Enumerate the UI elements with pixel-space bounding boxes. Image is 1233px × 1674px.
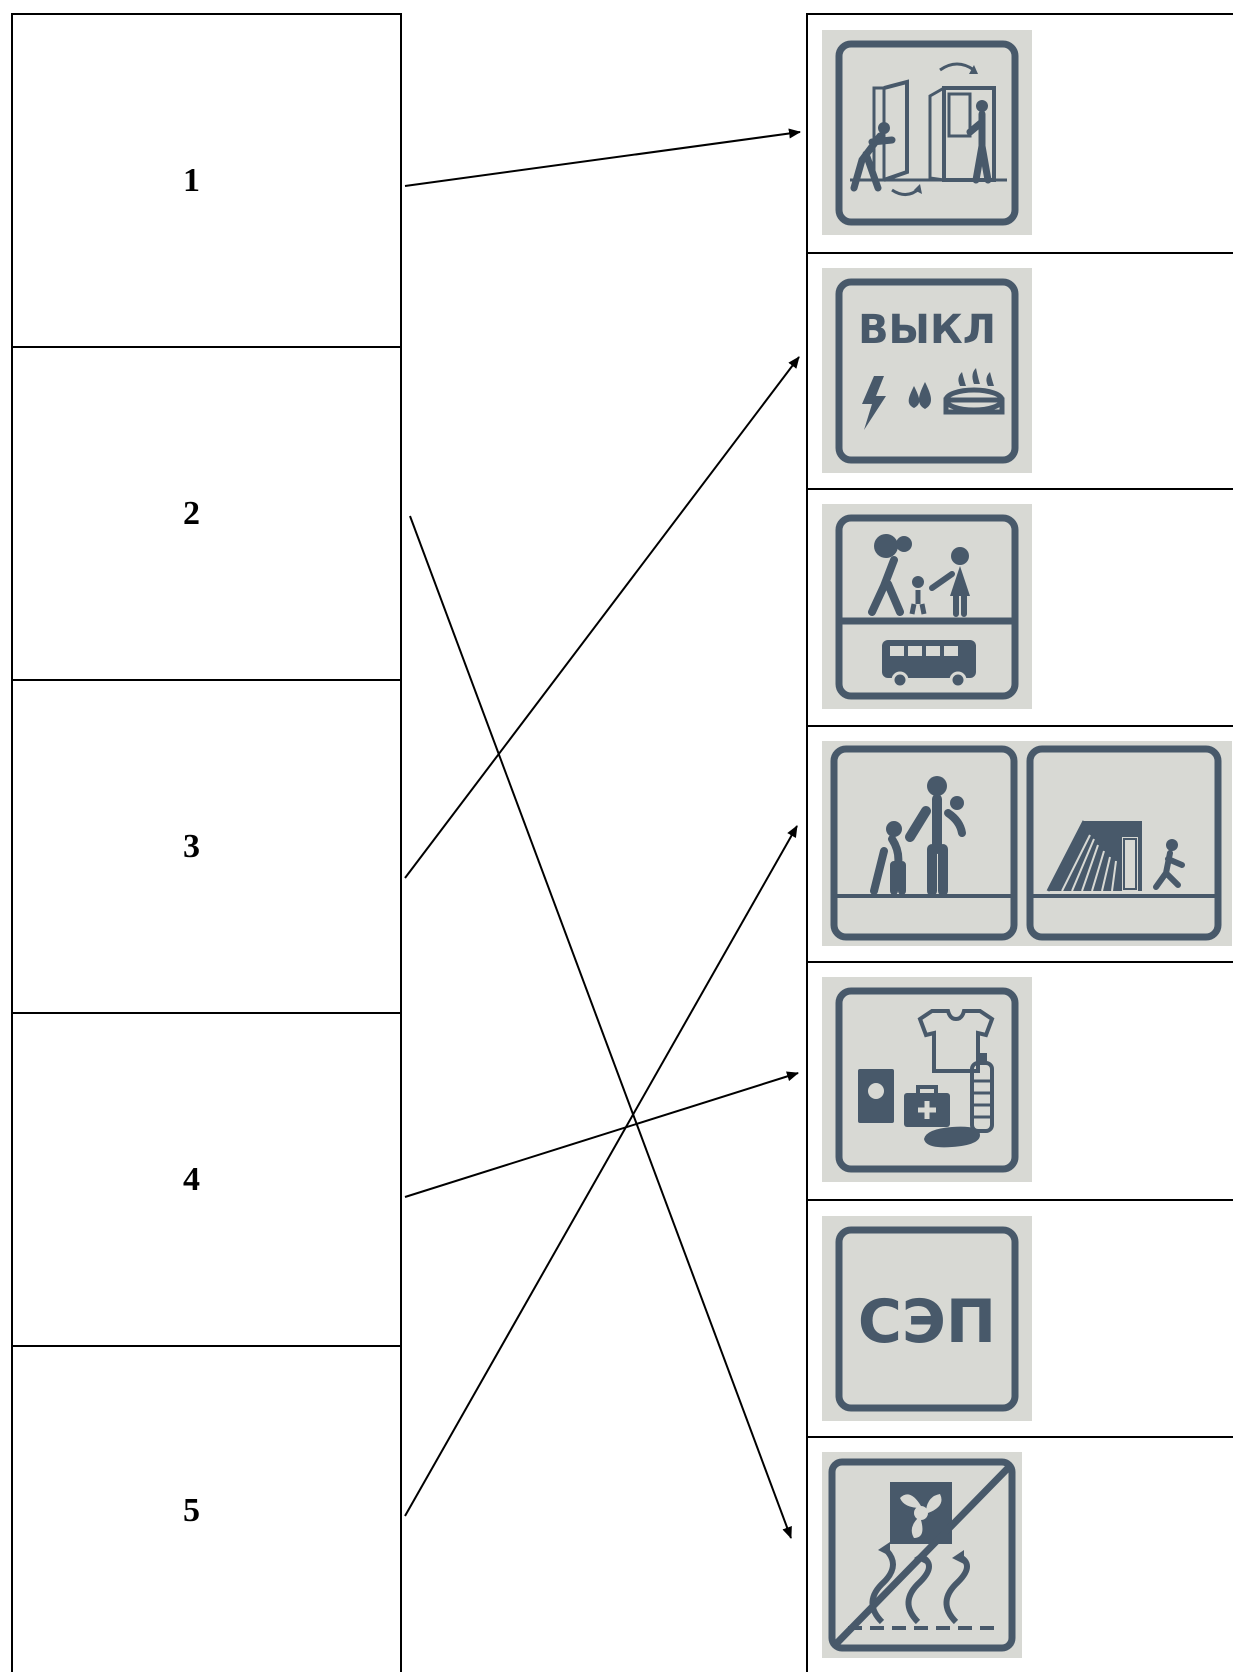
right-cell-5 [808, 963, 1233, 1201]
arrow-1-to-row-1 [404, 128, 801, 187]
right-cell-2: ВЫКЛ [808, 254, 1233, 490]
gas-burner-icon [943, 368, 1005, 415]
off-label: ВЫКЛ [858, 307, 996, 353]
right-column-table: ВЫКЛ [806, 13, 1233, 1672]
left-cell-3: 3 [13, 681, 400, 1014]
help-elderly-and-go-to-shelter-icon [822, 741, 1232, 946]
open-doors-windows-icon [822, 30, 1032, 235]
arrow-4-to-row-5 [404, 1071, 799, 1198]
right-cell-1 [808, 15, 1233, 254]
left-label: 3 [183, 827, 200, 865]
sep-assembly-point-icon: СЭП [822, 1216, 1032, 1421]
right-cell-6: СЭП [808, 1201, 1233, 1438]
no-ventilation-icon [822, 1452, 1022, 1658]
right-cell-4 [808, 727, 1233, 963]
water-drop-icon [908, 382, 932, 409]
right-cell-3 [808, 490, 1233, 727]
left-label: 5 [183, 1491, 200, 1529]
right-cell-7 [808, 1438, 1233, 1674]
sep-label: СЭП [858, 1287, 996, 1357]
arrow-3-to-row-2 [404, 356, 800, 879]
arrow-5-to-row-4 [404, 825, 798, 1517]
arrow-2-to-row-7 [409, 515, 792, 1539]
left-label: 2 [183, 494, 200, 532]
left-cell-4: 4 [13, 1014, 400, 1347]
emergency-kit-documents-icon [822, 977, 1032, 1182]
turn-off-utilities-icon: ВЫКЛ [822, 268, 1032, 473]
left-column-table: 1 2 3 4 5 [11, 13, 402, 1672]
left-cell-2: 2 [13, 348, 400, 681]
evacuation-bus-icon [822, 504, 1032, 709]
left-label: 4 [183, 1160, 200, 1198]
lightning-icon [862, 376, 886, 430]
left-cell-5: 5 [13, 1347, 400, 1674]
left-cell-1: 1 [13, 15, 400, 348]
left-label: 1 [183, 161, 200, 199]
